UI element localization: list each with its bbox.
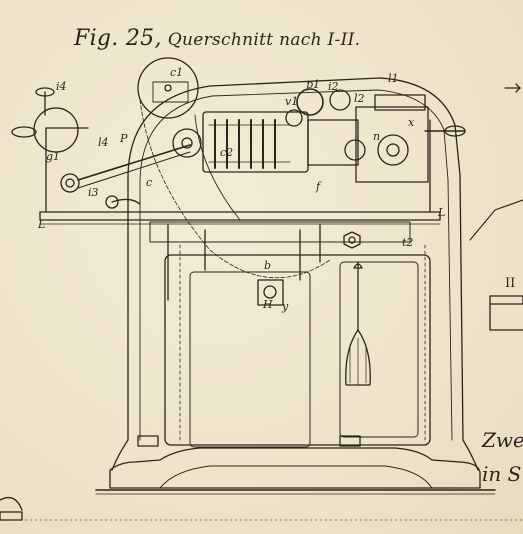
margin-text-line2: in S (482, 462, 522, 486)
label-g1: g1 (46, 150, 61, 163)
label-t2: t2 (402, 236, 414, 249)
label-c1: c1 (170, 66, 184, 79)
label-II: II (505, 276, 516, 291)
label-c2: c2 (220, 146, 234, 159)
label-L-right: L (438, 206, 446, 219)
label-c: c (146, 176, 153, 189)
label-l4: l4 (98, 136, 109, 149)
margin-text-line1: Zwe (482, 428, 523, 452)
hex-nut (343, 231, 361, 249)
label-i2: i2 (328, 80, 339, 93)
spindle-housing (202, 111, 309, 173)
label-p1: p1 (306, 78, 321, 91)
frame-inner-arch (139, 89, 453, 441)
handwheel-left (33, 107, 79, 153)
label-f: f (316, 180, 321, 193)
stand-inner-box (164, 254, 431, 446)
label-n: n (373, 130, 381, 143)
label-y: y (282, 300, 289, 313)
label-x: x (408, 116, 415, 129)
label-H: H (263, 298, 273, 311)
figure-title: Querschnitt nach I-II. (167, 30, 361, 50)
label-P: P (120, 132, 128, 145)
label-v1: v1 (285, 95, 299, 108)
figure-number: Fig. 25, (74, 26, 162, 51)
label-b: b (264, 259, 272, 272)
label-i4: i4 (56, 80, 67, 93)
label-l2: l2 (354, 92, 365, 105)
pulley-c1 (137, 57, 199, 119)
gear-right (377, 134, 409, 166)
label-i3: i3 (88, 186, 99, 199)
frame-outer-arch (127, 77, 464, 441)
frame-base (109, 447, 481, 489)
machine-bed (39, 211, 441, 221)
label-L-left: L (38, 218, 46, 231)
figure-caption: Fig. 25,Querschnitt nach I-II. (74, 26, 360, 51)
counterweight (345, 329, 371, 386)
label-l1: l1 (388, 72, 399, 85)
